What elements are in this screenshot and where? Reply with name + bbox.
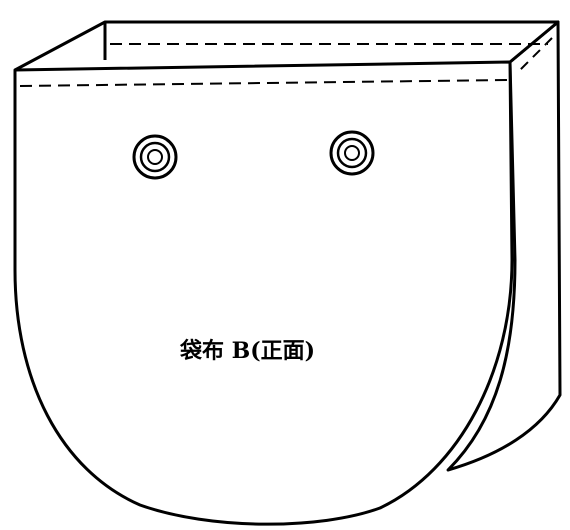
side-stitch-line — [515, 37, 553, 75]
grommet-right — [329, 130, 375, 176]
pocket-label: 袋布 B(正面) — [179, 338, 315, 364]
grommet-left — [132, 134, 178, 180]
front-panel — [13, 60, 514, 526]
back-panel — [446, 20, 562, 472]
bag-opening-back — [14, 20, 560, 72]
front-stitch-line — [19, 79, 509, 87]
